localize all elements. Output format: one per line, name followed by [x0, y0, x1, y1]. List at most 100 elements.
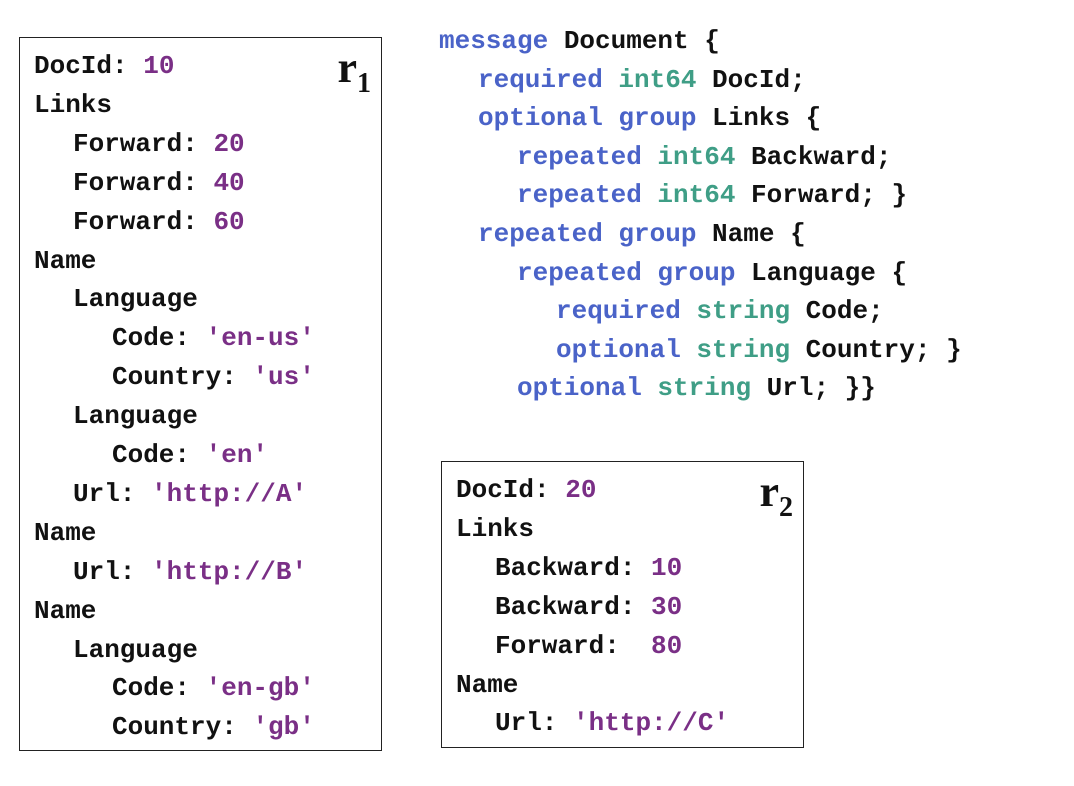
record-label-letter: r — [759, 467, 779, 516]
field-key: Language — [73, 634, 198, 665]
field-value: 30 — [651, 591, 683, 622]
field-key: Forward: — [73, 206, 198, 237]
field-key: Backward: — [495, 552, 636, 583]
field-key: Code: — [112, 673, 191, 704]
field-key: Language — [73, 284, 198, 315]
field-key: DocId: — [456, 475, 550, 505]
record-field-line: Country: 'us' — [112, 358, 315, 396]
record-label-subscript: 2 — [779, 492, 793, 523]
schema-identifier: Backward; — [735, 141, 892, 172]
field-key: Name — [456, 669, 519, 700]
record-field-line: Url: 'http://C' — [495, 704, 729, 742]
field-key: Backward: — [495, 591, 636, 622]
field-value: 10 — [651, 552, 683, 583]
field-key: Url: — [73, 556, 136, 587]
record-field-line: Forward: 40 — [73, 164, 245, 202]
schema-identifier: Forward; } — [735, 180, 908, 211]
field-key: Country: — [112, 362, 237, 393]
field-value: 'gb' — [252, 712, 315, 743]
field-value: 20 — [565, 475, 597, 505]
record-field-line: Forward: 80 — [495, 627, 682, 665]
schema-identifier: Url; }} — [751, 373, 876, 404]
schema-keyword: group — [602, 103, 697, 134]
record-field-line: Forward: 60 — [73, 203, 245, 241]
field-key: Url: — [495, 708, 558, 739]
field-key: Name — [34, 245, 97, 276]
field-key: Language — [73, 401, 198, 432]
schema-line: repeated group Name { — [478, 215, 806, 253]
field-value: 'http://C' — [573, 708, 730, 739]
schema-keyword: required — [478, 64, 603, 95]
schema-type: int64 — [602, 64, 697, 95]
record-field-line: Url: 'http://B' — [73, 553, 307, 591]
schema-keyword: required — [556, 296, 681, 327]
record-field-line: Forward: 20 — [73, 125, 245, 163]
field-key: Code: — [112, 323, 191, 354]
field-key: Forward: — [73, 128, 198, 159]
schema-keyword: repeated — [517, 257, 642, 288]
schema-identifier: Document { — [548, 26, 720, 56]
record-field-line: DocId: 10 — [34, 47, 174, 85]
field-value: 'http://A' — [151, 478, 308, 509]
field-value: 'http://B' — [151, 556, 308, 587]
field-key: Code: — [112, 440, 191, 470]
field-key: Country: — [112, 712, 237, 743]
schema-identifier: Links { — [696, 103, 822, 134]
field-key: Forward: — [495, 630, 636, 661]
record-field-line: Backward: 10 — [495, 549, 682, 587]
record-field-line: Country: 'gb' — [112, 708, 315, 746]
schema-line: optional string Url; }} — [517, 369, 876, 407]
schema-identifier: Code; — [790, 296, 884, 327]
record-field-line: Language — [73, 631, 198, 669]
schema-line: repeated int64 Forward; } — [517, 176, 907, 214]
field-key: Url: — [73, 478, 136, 509]
field-value: 60 — [213, 206, 245, 237]
schema-definition: message Document {required int64 DocId;o… — [439, 22, 1069, 422]
record-label-subscript: 1 — [357, 68, 371, 99]
record-field-line: Name — [34, 242, 96, 280]
record-field-line: Url: 'http://A' — [73, 475, 307, 513]
schema-keyword: optional — [556, 334, 681, 365]
schema-line: message Document { — [439, 22, 720, 60]
field-value: 'en' — [205, 440, 269, 470]
schema-keyword: optional — [517, 373, 642, 404]
field-key: Links — [34, 89, 113, 120]
schema-type: string — [680, 334, 791, 365]
schema-keyword: optional — [478, 103, 603, 134]
schema-type: int64 — [641, 141, 736, 172]
record-field-line: DocId: 20 — [456, 471, 596, 509]
record-r1-label: r1 — [337, 46, 371, 98]
field-key: Name — [34, 517, 97, 548]
field-key: Name — [34, 595, 97, 626]
field-value: 40 — [213, 167, 245, 198]
field-value: 10 — [143, 51, 175, 81]
schema-type: string — [641, 373, 752, 404]
schema-keyword: group — [641, 257, 736, 288]
record-field-line: Language — [73, 280, 198, 318]
record-field-line: Links — [34, 86, 112, 124]
schema-line: optional group Links { — [478, 99, 821, 137]
schema-keyword: message — [439, 26, 549, 56]
schema-line: repeated group Language { — [517, 254, 907, 292]
record-field-line: Name — [456, 666, 518, 704]
field-key: DocId: — [34, 51, 128, 81]
record-field-line: Backward: 30 — [495, 588, 682, 626]
schema-line: required int64 DocId; — [478, 61, 806, 99]
record-field-line: Name — [34, 514, 96, 552]
field-value: 'en-us' — [205, 323, 315, 354]
schema-keyword: repeated — [517, 141, 642, 172]
schema-keyword: repeated — [517, 180, 642, 211]
schema-line: repeated int64 Backward; — [517, 138, 891, 176]
schema-identifier: Name { — [696, 219, 806, 249]
field-key: Links — [456, 513, 535, 544]
schema-type: string — [680, 296, 791, 327]
field-value: 'en-gb' — [205, 673, 315, 704]
schema-keyword: repeated — [478, 219, 603, 249]
schema-identifier: Country; } — [790, 334, 962, 365]
schema-identifier: Language { — [735, 257, 908, 288]
record-field-line: Name — [34, 592, 96, 630]
schema-line: optional string Country; } — [556, 331, 962, 369]
schema-identifier: DocId; — [696, 64, 806, 95]
field-value: 20 — [213, 128, 245, 159]
